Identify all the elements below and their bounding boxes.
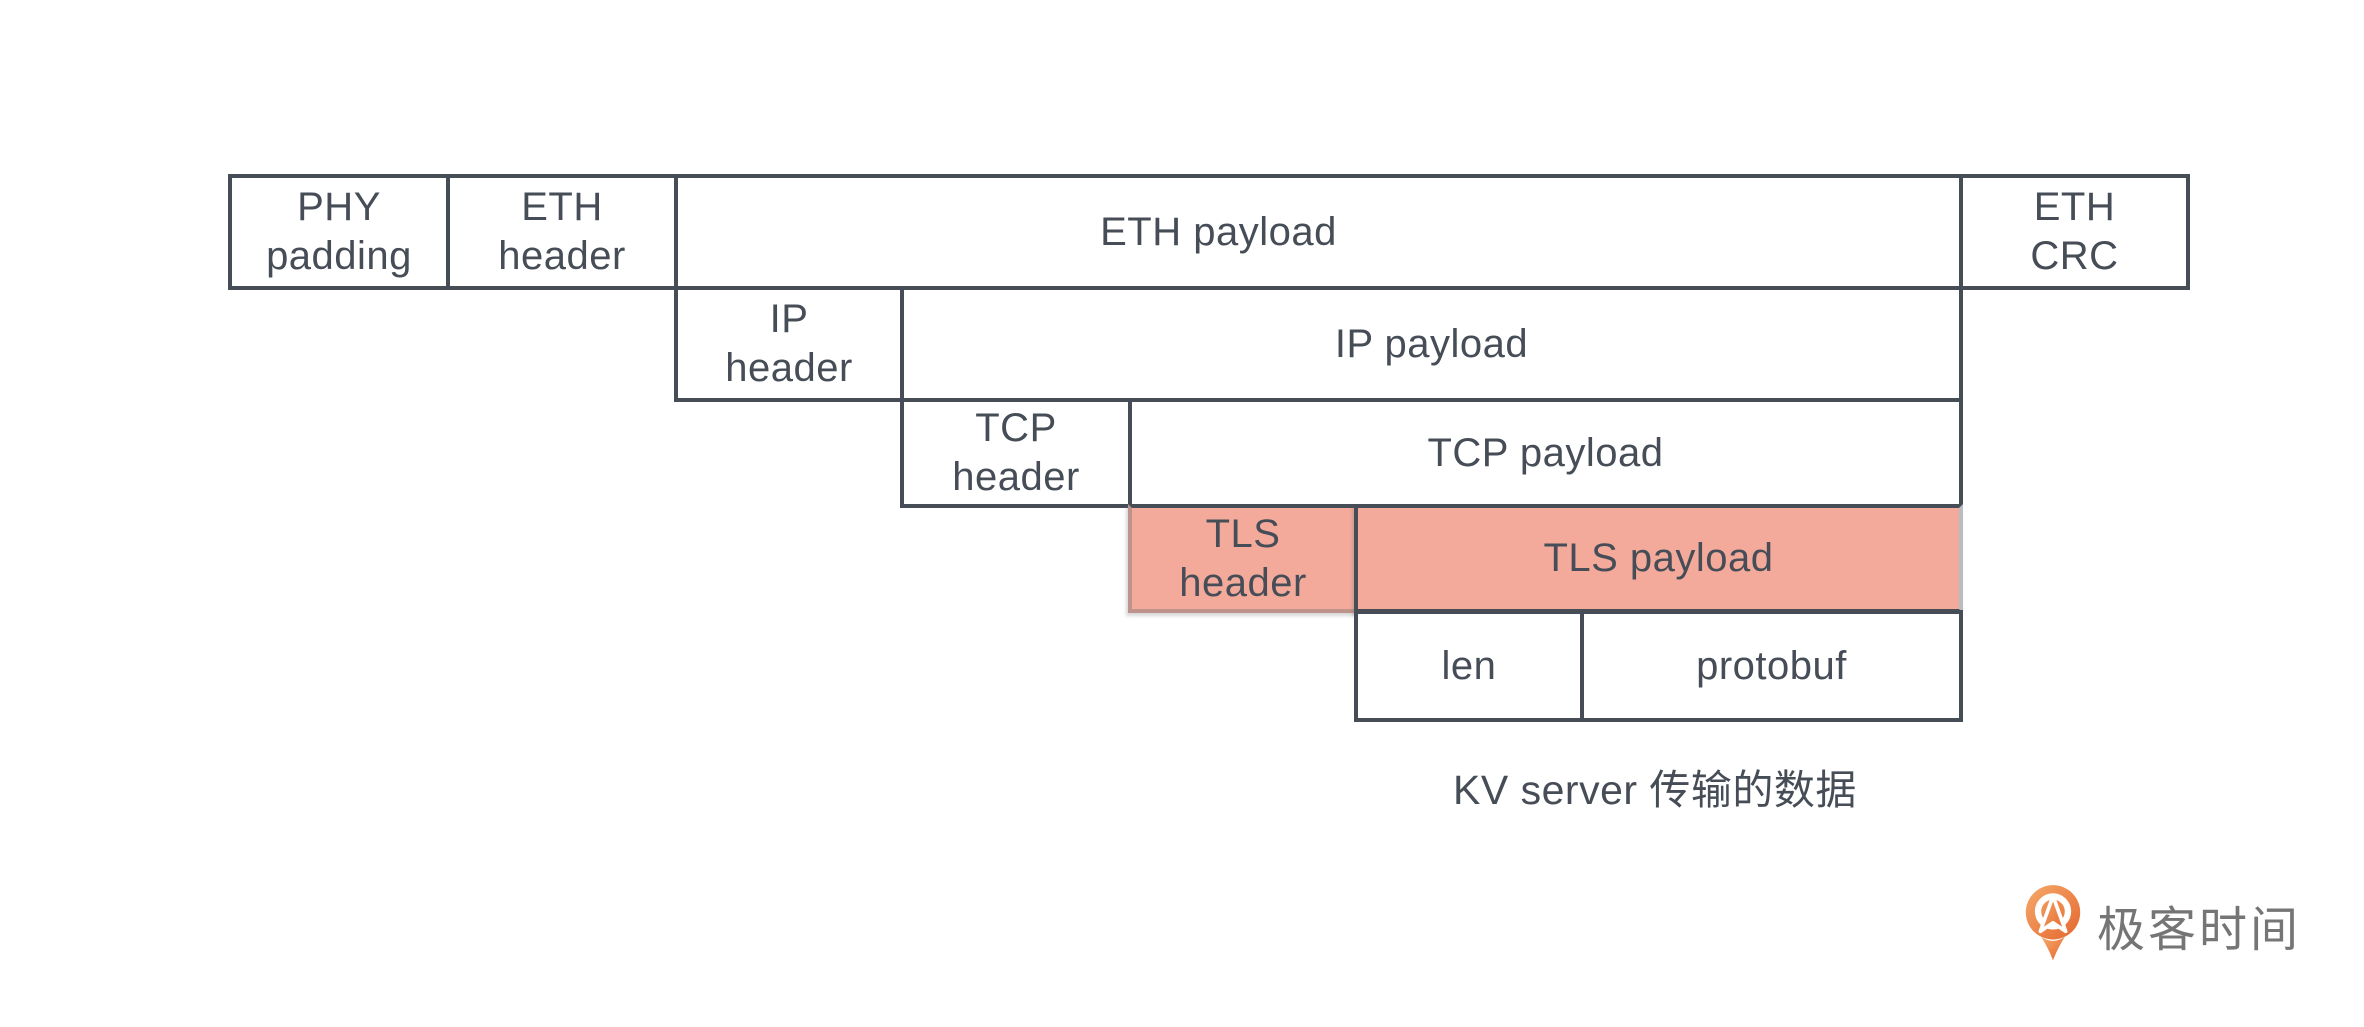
box-protobuf: protobuf — [1580, 610, 1963, 722]
box-len-label: len — [1441, 643, 1497, 688]
box-tls-header-label: TLS header — [1179, 511, 1307, 605]
box-tcp-header-label: TCP header — [952, 406, 1080, 499]
box-ip-header: IP header — [674, 286, 904, 402]
box-ip-payload-label: IP payload — [1334, 321, 1529, 366]
box-phy-padding-label: PHY padding — [266, 185, 412, 278]
box-phy-padding: PHY padding — [228, 174, 450, 290]
box-tls-header: TLS header — [1128, 504, 1358, 613]
box-eth-crc-label: ETH CRC — [2030, 185, 2119, 278]
box-eth-header-label: ETH header — [498, 185, 626, 278]
box-eth-header: ETH header — [446, 174, 678, 290]
box-tls-payload-label: TLS payload — [1543, 536, 1774, 581]
box-protobuf-label: protobuf — [1696, 643, 1847, 688]
box-ip-header-label: IP header — [725, 297, 853, 390]
box-eth-crc: ETH CRC — [1959, 174, 2190, 290]
diagram-caption: KV server 传输的数据 — [1453, 767, 1857, 813]
box-eth-payload-label: ETH payload — [1100, 209, 1337, 254]
box-tcp-header: TCP header — [900, 398, 1132, 508]
box-tcp-payload: TCP payload — [1128, 398, 1963, 508]
brand-logo: 极客时间 — [2024, 884, 2301, 966]
box-eth-payload: ETH payload — [674, 174, 1963, 290]
box-tcp-payload-label: TCP payload — [1427, 430, 1664, 475]
brand-name: 极客时间 — [2097, 904, 2302, 957]
box-ip-payload: IP payload — [900, 286, 1963, 402]
box-tls-payload: TLS payload — [1354, 504, 1963, 613]
geektime-pin-icon — [2024, 884, 2082, 966]
box-len: len — [1354, 610, 1584, 722]
